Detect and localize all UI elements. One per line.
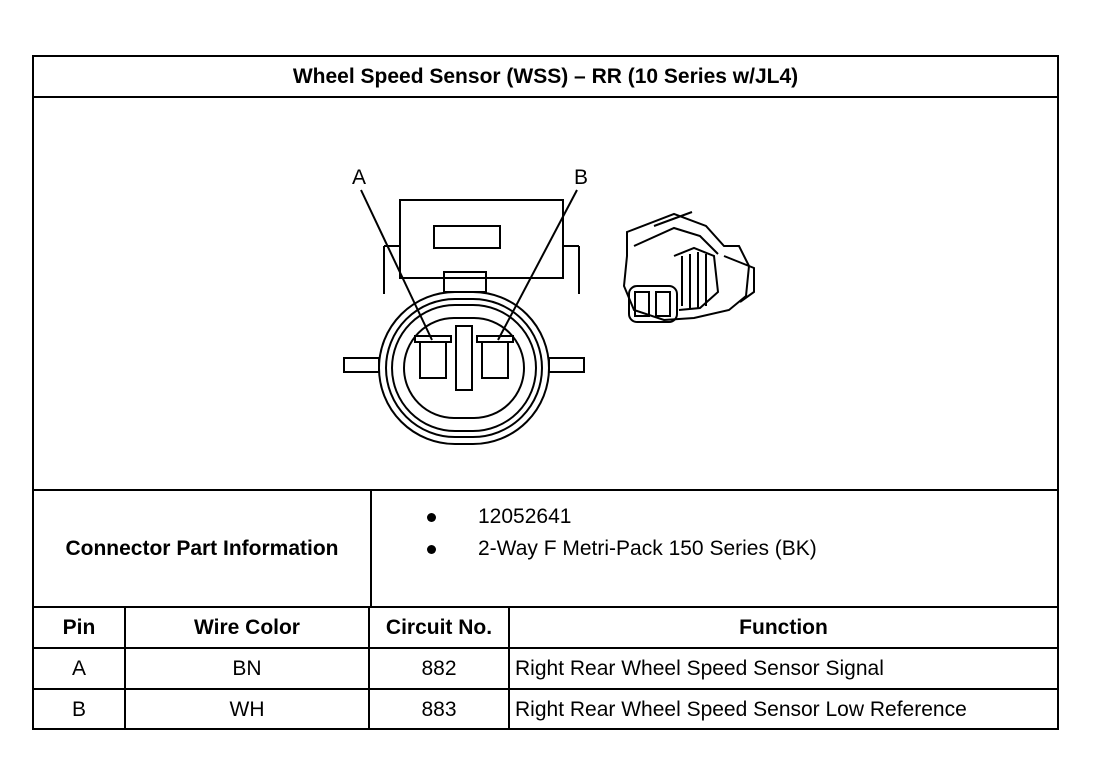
function-cell: Right Rear Wheel Speed Sensor Low Refere… (515, 697, 967, 721)
circuit-cell: 882 (370, 649, 510, 688)
pin-table-header: Pin Wire Color Circuit No. Function (34, 608, 1057, 649)
connector-face-icon: A B (343, 166, 755, 445)
part-description-item: 2-Way F Metri-Pack 150 Series (BK) (427, 537, 817, 561)
connector-part-label: Connector Part Information (34, 491, 372, 606)
table-row: B WH 883 Right Rear Wheel Speed Sensor L… (34, 690, 1057, 729)
pin-b-callout: B (574, 166, 588, 189)
header-function: Function (739, 615, 828, 639)
bullet-icon (427, 512, 436, 522)
wire-color-cell: BN (126, 649, 370, 688)
pin-table: Pin Wire Color Circuit No. Function A BN… (34, 608, 1057, 729)
table-row: A BN 882 Right Rear Wheel Speed Sensor S… (34, 649, 1057, 690)
wire-color-cell: WH (126, 690, 370, 729)
pin-cell: B (34, 690, 126, 729)
connector-part-row: Connector Part Information 12052641 2-Wa… (34, 491, 1057, 608)
bullet-icon (427, 544, 436, 554)
circuit-cell: 883 (370, 690, 510, 729)
header-circuit-no: Circuit No. (370, 608, 510, 647)
function-cell: Right Rear Wheel Speed Sensor Signal (515, 656, 884, 680)
connector-figure: A B A B (34, 96, 1057, 491)
sheet-title: Wheel Speed Sensor (WSS) – RR (10 Series… (34, 57, 1057, 98)
part-description-text: 2-Way F Metri-Pack 150 Series (BK) (478, 537, 817, 560)
connector-sheet: Wheel Speed Sensor (WSS) – RR (10 Series… (32, 55, 1059, 730)
pin-a-callout: A (352, 166, 366, 189)
part-number-text: 12052641 (478, 505, 572, 528)
pin-cell: A (34, 649, 126, 688)
connector-isometric-icon (622, 211, 755, 323)
header-wire-color: Wire Color (126, 608, 370, 647)
header-pin: Pin (34, 608, 126, 647)
connector-part-list: 12052641 2-Way F Metri-Pack 150 Series (… (372, 491, 1057, 606)
part-number-item: 12052641 (427, 505, 571, 529)
